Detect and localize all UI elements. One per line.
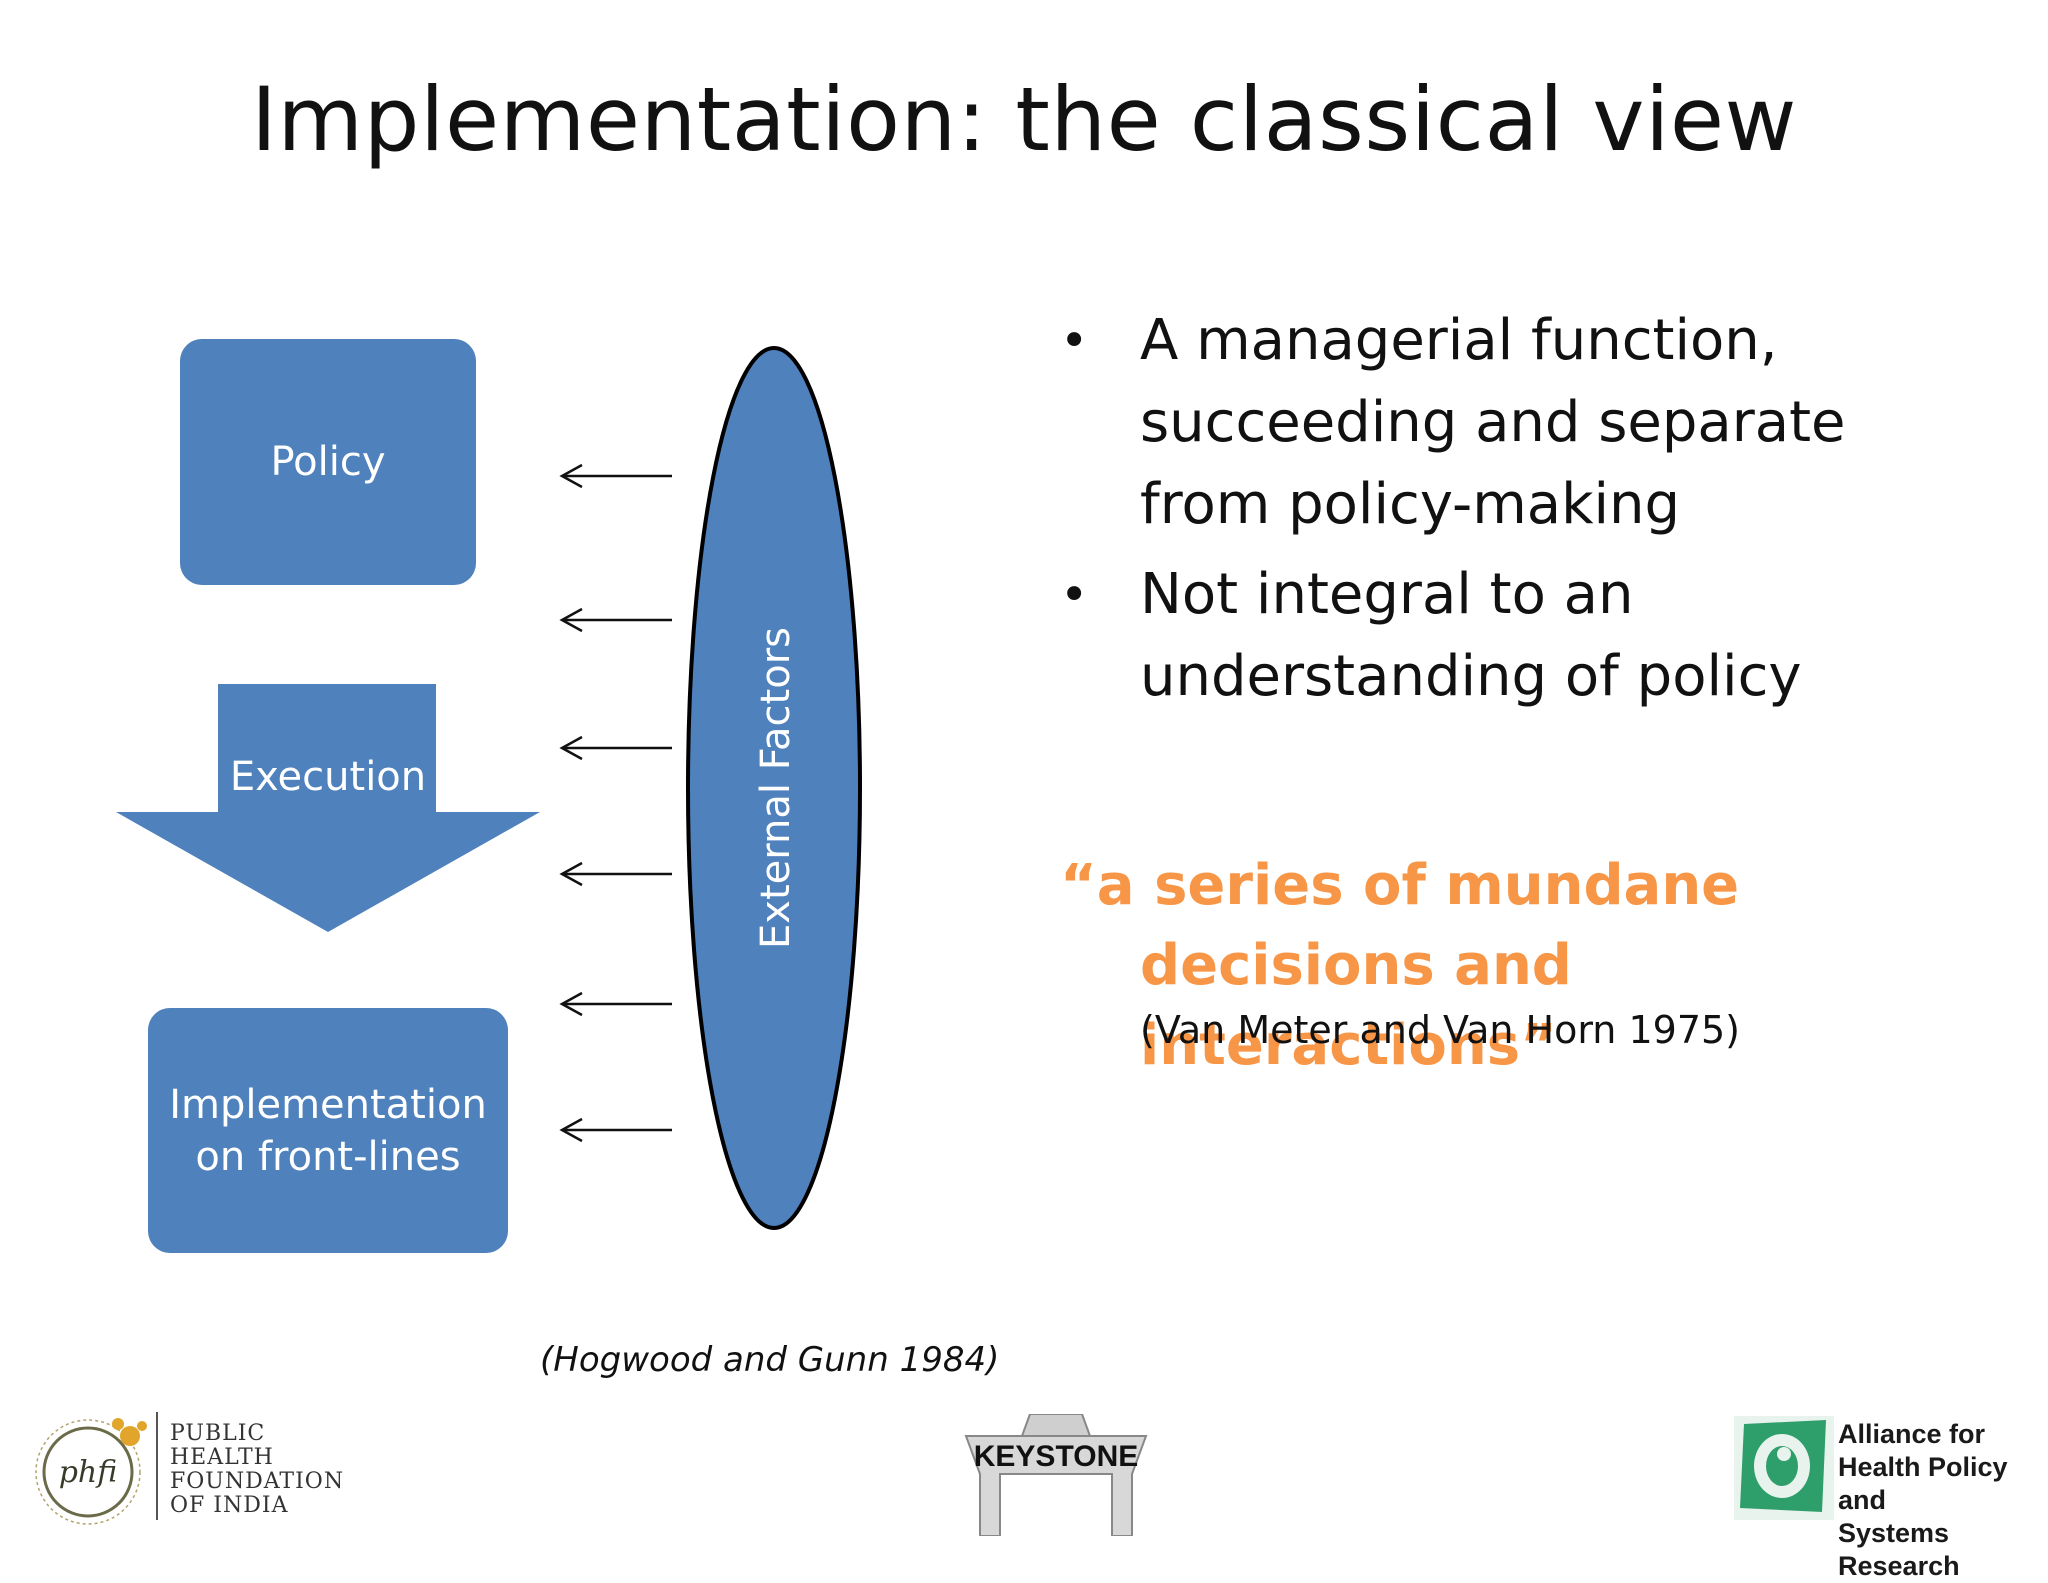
arrow-3: [559, 735, 672, 761]
policy-box: Policy: [180, 339, 476, 585]
bullet-list: • A managerial function, succeeding and …: [1056, 300, 1956, 718]
quote: “a series of mundane decisions and inter…: [1060, 846, 1960, 1086]
keystone-label: KEYSTONE: [973, 1440, 1139, 1473]
execution-label: Execution: [229, 754, 427, 800]
policy-label: Policy: [270, 439, 386, 485]
quote-line-1: “a series of mundane: [1060, 853, 1740, 918]
implementation-label: Implementation on front-lines: [169, 1081, 487, 1180]
bullet-text: A managerial function, succeeding and se…: [1140, 308, 1846, 537]
arrow-5: [559, 991, 672, 1017]
external-factors-ellipse: [686, 346, 862, 1230]
bullet-item: • A managerial function, succeeding and …: [1056, 300, 1956, 546]
arrow-4: [559, 861, 672, 887]
alliance-logo: [1734, 1416, 1834, 1520]
bullet-item: • Not integral to an understanding of po…: [1056, 554, 1956, 718]
quote-citation: (Van Meter and Van Horn 1975): [1140, 1008, 1741, 1052]
phfi-mark: phfi: [59, 1455, 118, 1490]
bullet-dot: •: [1060, 313, 1089, 369]
phfi-divider: [156, 1412, 158, 1520]
phfi-logo: phfi: [35, 1418, 147, 1525]
arrow-6: [559, 1117, 672, 1143]
phfi-name: PUBLIC HEALTH FOUNDATION OF INDIA: [170, 1421, 345, 1518]
external-factors-label: External Factors: [753, 627, 799, 949]
bullet-text: Not integral to an understanding of poli…: [1140, 562, 1802, 709]
alliance-name: Alliance for Health Policy and Systems R…: [1838, 1419, 2008, 1581]
slide-title: Implementation: the classical view: [250, 68, 1798, 171]
implementation-box: Implementation on front-lines: [148, 1008, 508, 1253]
arrow-1: [559, 463, 672, 489]
slide: Implementation: the classical view Polic…: [35, 68, 2008, 1581]
quote-line-2: decisions and interactions”: [1140, 933, 1572, 1078]
influence-arrows: [559, 463, 672, 1143]
arrow-2: [559, 607, 672, 633]
keystone-logo: [964, 1414, 1148, 1536]
execution-arrow: [116, 684, 540, 932]
diagram-source: (Hogwood and Gunn 1984): [540, 1340, 1000, 1380]
bullet-dot: •: [1060, 567, 1089, 623]
